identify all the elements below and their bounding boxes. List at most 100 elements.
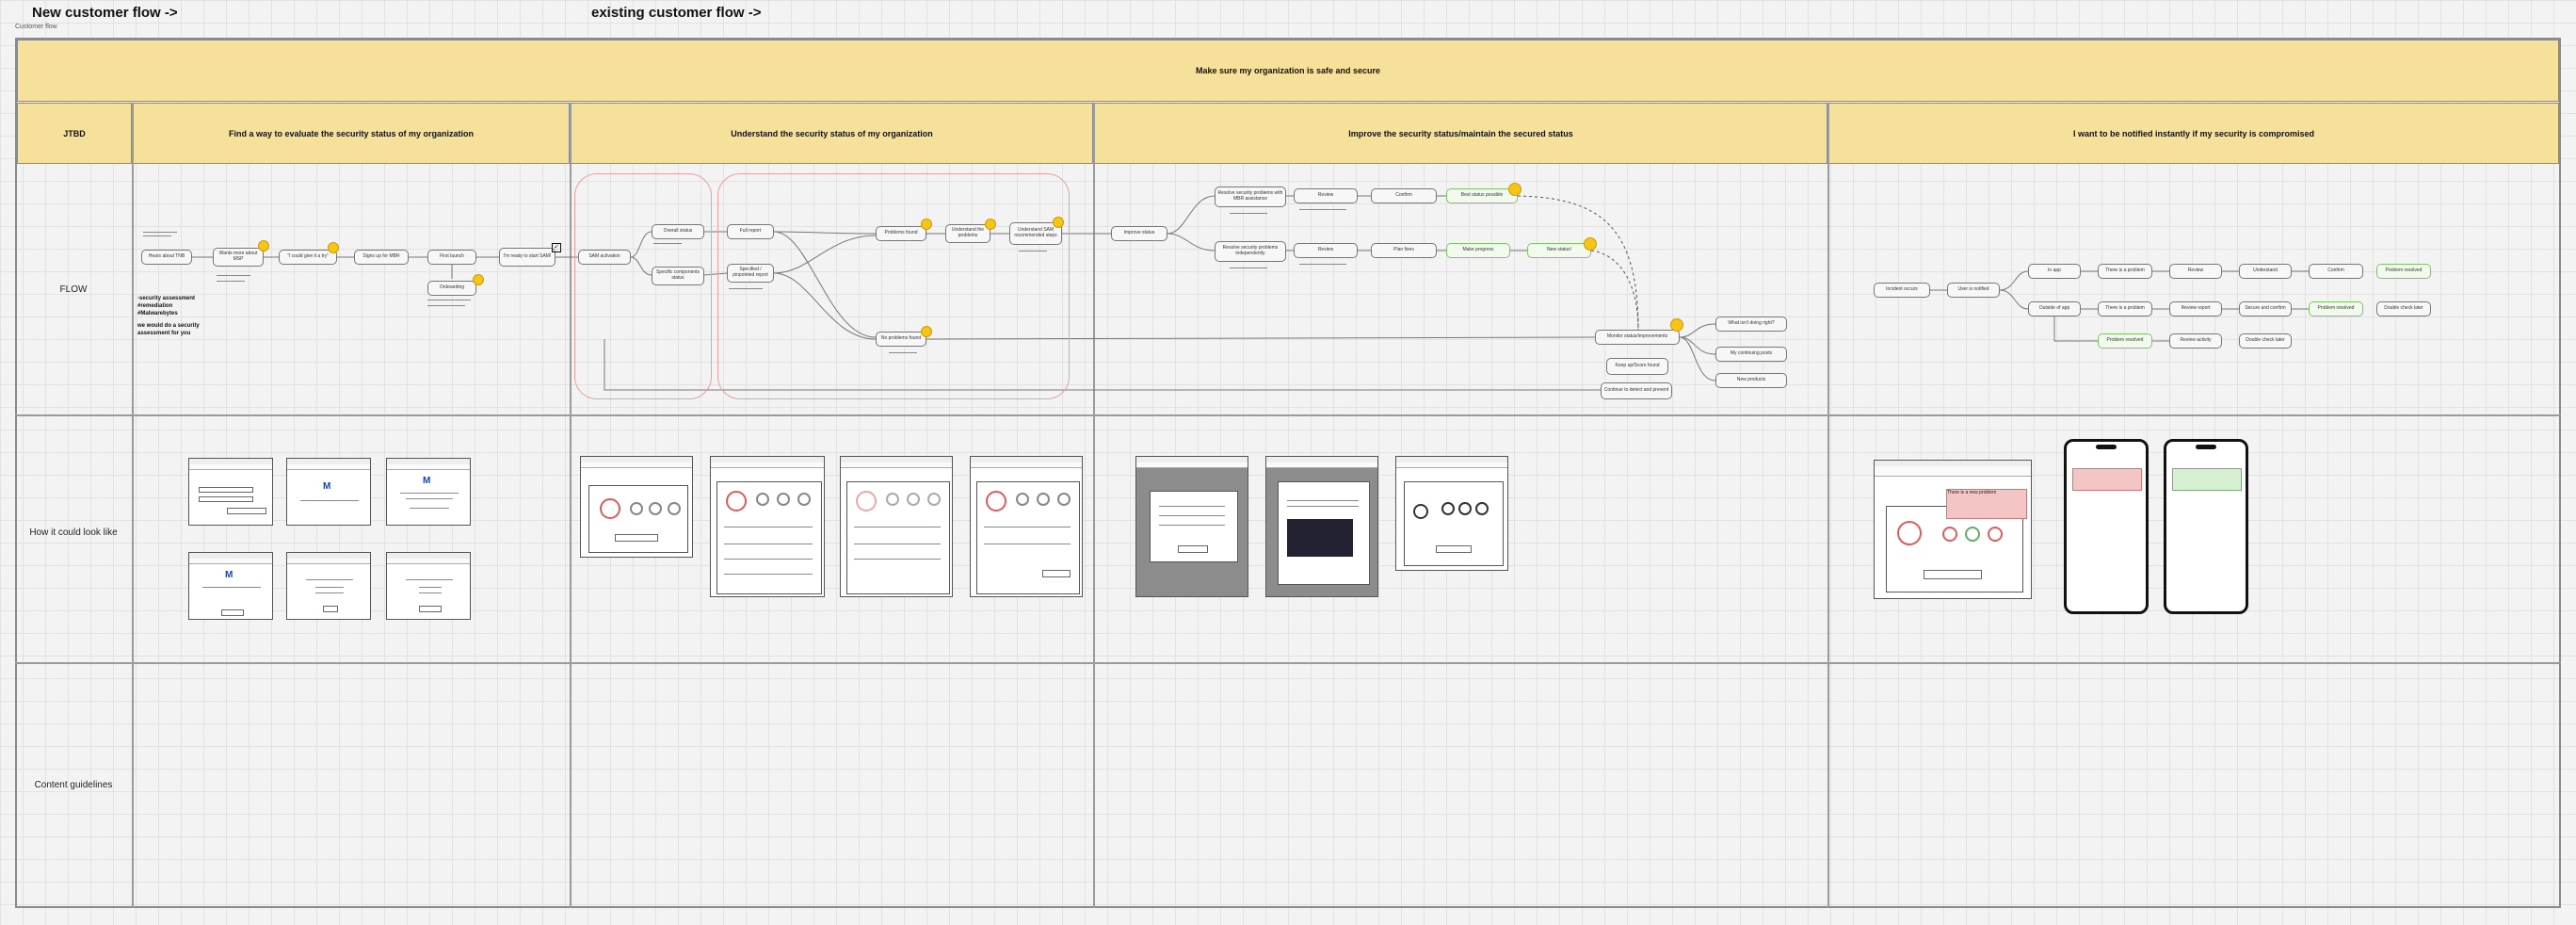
- mockup-window: [188, 458, 273, 526]
- malwarebytes-logo-icon: M: [225, 570, 233, 580]
- flow-node[interactable]: Double check later: [2376, 301, 2431, 316]
- flow-node[interactable]: Review activity: [2169, 333, 2222, 349]
- mockup-window: [1265, 456, 1378, 597]
- flow-node[interactable]: There is a problem: [2098, 301, 2152, 316]
- flow-node[interactable]: Secure and confirm: [2239, 301, 2292, 316]
- scribble: [217, 275, 250, 276]
- note-line: #remediation: [137, 303, 200, 311]
- flow-node[interactable]: Onboarding: [427, 281, 476, 296]
- flow-node[interactable]: Problem resolved: [2309, 301, 2363, 316]
- scribble: [653, 243, 682, 244]
- mobile-mockup: [2164, 439, 2248, 614]
- flow-node[interactable]: New status!: [1527, 243, 1591, 258]
- mockup-window: [970, 456, 1083, 597]
- flow-node[interactable]: Understand: [2239, 264, 2292, 279]
- flow-node[interactable]: Review: [2169, 264, 2222, 279]
- mockup-window: M: [386, 458, 471, 526]
- flow-node[interactable]: First launch: [427, 250, 476, 265]
- scribble: [143, 235, 171, 236]
- emoji-sticker-icon: [985, 219, 996, 230]
- scribble: [1019, 251, 1047, 252]
- flow-node[interactable]: Plan fixes: [1371, 243, 1437, 258]
- scribble: [217, 281, 245, 282]
- flow-node[interactable]: "I could give it a try": [279, 250, 337, 265]
- flow-node[interactable]: In app: [2028, 264, 2081, 279]
- note-line: we would do a security: [137, 323, 200, 331]
- flow-node[interactable]: Double check later: [2239, 333, 2292, 349]
- flow-node[interactable]: Hears about TNB: [141, 250, 192, 265]
- flow-node[interactable]: No problems found: [876, 332, 926, 347]
- scribble: [1299, 209, 1346, 210]
- emoji-sticker-icon: [921, 219, 932, 230]
- problem-popup: There is a new problem: [1946, 489, 2027, 519]
- flow-region: [574, 173, 712, 399]
- flow-node[interactable]: Overall status: [652, 224, 704, 239]
- flow-node[interactable]: Specified / pinpointed report: [727, 264, 774, 283]
- scribble: [143, 232, 177, 233]
- flow-node[interactable]: Specific components status: [652, 267, 704, 285]
- malwarebytes-logo-icon: M: [323, 481, 330, 492]
- mobile-mockup: [2064, 439, 2149, 614]
- scribble: [427, 305, 465, 306]
- scribble: [729, 288, 763, 289]
- flow-node[interactable]: Best status possible: [1446, 188, 1518, 203]
- emoji-sticker-icon: [328, 242, 339, 253]
- mockup-window: M: [286, 458, 371, 526]
- flow-node[interactable]: User is notified: [1947, 283, 2000, 298]
- flow-node[interactable]: Signs up for MBR: [354, 250, 409, 265]
- flow-node[interactable]: Confirm: [1371, 188, 1437, 203]
- emoji-sticker-icon: [1670, 318, 1683, 332]
- note-line: #Malwarebytes: [137, 311, 200, 318]
- flow-note: -security assessment #remediation #Malwa…: [137, 296, 200, 338]
- flow-node[interactable]: Problem resolved: [2376, 264, 2431, 279]
- flow-node[interactable]: Monitor status/improvements: [1595, 330, 1680, 345]
- mockup-window: M: [188, 552, 273, 620]
- emoji-sticker-icon: [1053, 217, 1064, 228]
- note-line: assessment for you: [137, 331, 200, 338]
- flow-node[interactable]: New products: [1715, 373, 1787, 388]
- flow-node[interactable]: Continue to detect and prevent: [1601, 382, 1672, 399]
- flow-node[interactable]: Improve status: [1111, 226, 1167, 241]
- mockup-window: [1135, 456, 1248, 597]
- mockup-window: [286, 552, 371, 620]
- flow-node[interactable]: Review: [1294, 243, 1358, 258]
- flow-node[interactable]: Review: [1294, 188, 1358, 203]
- emoji-sticker-icon: [921, 326, 932, 337]
- scribble: [1230, 213, 1267, 214]
- emoji-sticker-icon: [1584, 237, 1597, 251]
- flow-node[interactable]: Resolve security problems independently: [1215, 241, 1286, 262]
- flow-node[interactable]: Review report: [2169, 301, 2222, 316]
- checkbox-icon: ✓: [552, 243, 561, 252]
- mockup-window: [710, 456, 825, 597]
- mockup-window: [580, 456, 693, 558]
- emoji-sticker-icon: [1508, 183, 1521, 196]
- note-line: -security assessment: [137, 296, 200, 303]
- scribble: [1299, 264, 1346, 265]
- flow-region: [717, 173, 1070, 399]
- video-thumbnail: [1287, 519, 1353, 557]
- flow-node[interactable]: Incident occurs: [1874, 283, 1930, 298]
- flow-node[interactable]: Confirm: [2309, 264, 2363, 279]
- flow-node[interactable]: Outside of app: [2028, 301, 2081, 316]
- flow-node[interactable]: I'm ready to start SAM!: [499, 248, 555, 267]
- flow-node[interactable]: There is a problem: [2098, 264, 2152, 279]
- mockup-window: [1395, 456, 1508, 571]
- mockup-window: [386, 552, 471, 620]
- flow-node[interactable]: Wants more about MSP: [213, 248, 264, 267]
- scribble: [889, 352, 917, 353]
- emoji-sticker-icon: [258, 240, 269, 252]
- flow-node[interactable]: My continuing posts: [1715, 347, 1787, 362]
- emoji-sticker-icon: [473, 274, 484, 285]
- flow-node[interactable]: Keep up/Score found: [1606, 358, 1668, 375]
- flow-node[interactable]: What isn't doing right?: [1715, 316, 1787, 332]
- flow-node[interactable]: Problem resolved: [2098, 333, 2152, 349]
- malwarebytes-logo-icon: M: [423, 476, 430, 486]
- flow-node[interactable]: SAM activation: [578, 250, 631, 265]
- flow-node[interactable]: Understand the problems: [945, 224, 990, 243]
- flow-node[interactable]: Make progress: [1446, 243, 1510, 258]
- flow-node[interactable]: Full report: [727, 224, 774, 239]
- mockup-window: [840, 456, 953, 597]
- flow-node[interactable]: Resolve security problems with MBR assis…: [1215, 187, 1286, 207]
- flow-node[interactable]: Problems found: [876, 226, 926, 241]
- mockup-window: There is a new problem: [1874, 460, 2032, 599]
